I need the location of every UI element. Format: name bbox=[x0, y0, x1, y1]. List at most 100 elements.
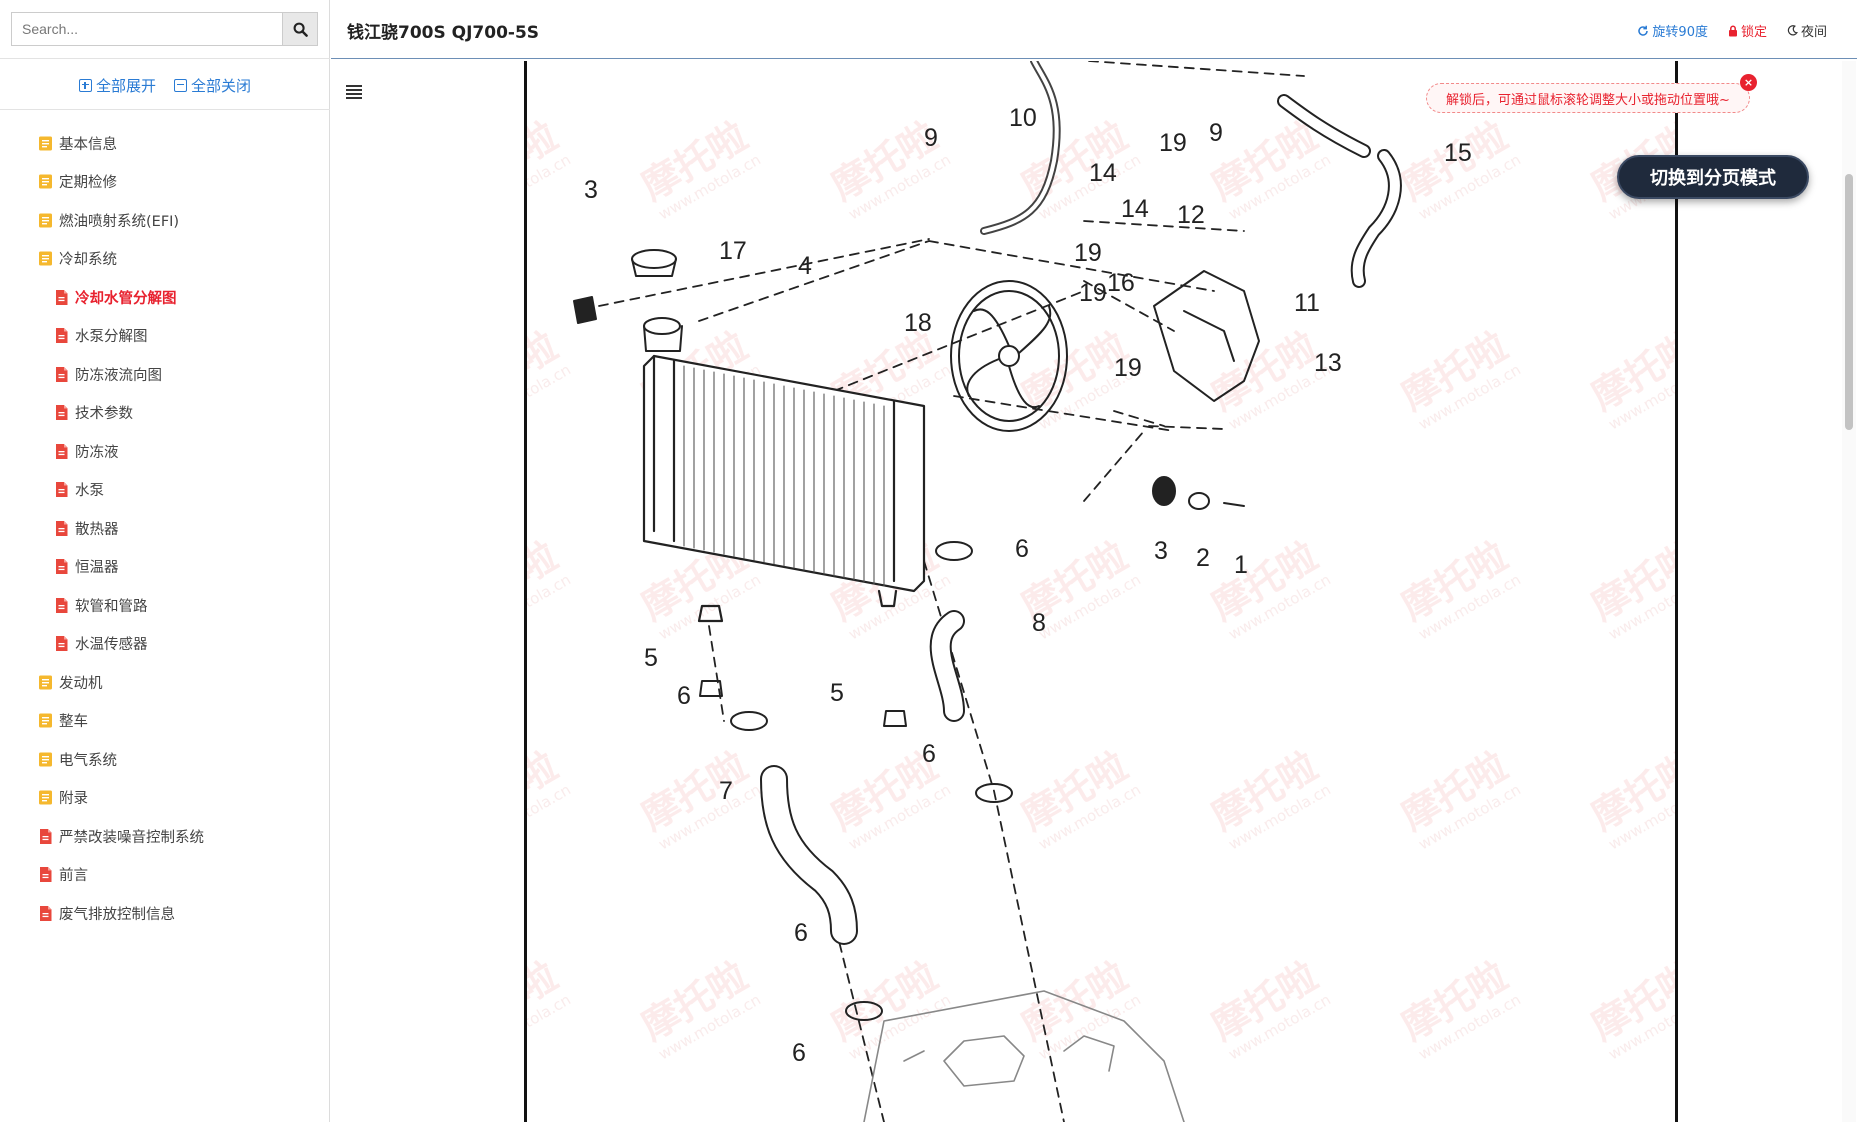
tooltip-text: 解锁后，可通过鼠标滚轮调整大小或拖动位置哦~ bbox=[1446, 92, 1730, 108]
tree-item-label: 冷却系统 bbox=[59, 252, 117, 269]
search-button[interactable] bbox=[282, 12, 318, 46]
tree-item-label: 前言 bbox=[59, 868, 88, 885]
tree-item-label: 发动机 bbox=[59, 675, 103, 692]
document-icon bbox=[56, 443, 68, 459]
tree-item[interactable]: 整车 bbox=[0, 702, 330, 741]
tree-item[interactable]: 冷却系统 bbox=[0, 240, 330, 279]
tree-item[interactable]: 技术参数 bbox=[0, 394, 330, 433]
callout-number: 9 bbox=[924, 124, 938, 152]
callout-number: 16 bbox=[1107, 269, 1135, 297]
collapse-all-label: 全部关闭 bbox=[191, 76, 252, 95]
main-panel: 钱江骁700S QJ700-5S 旋转90度 锁定 bbox=[331, 0, 1857, 1122]
plus-square-icon bbox=[78, 78, 92, 92]
tree-item[interactable]: 废气排放控制信息 bbox=[0, 894, 330, 933]
document-icon bbox=[40, 828, 52, 844]
lock-icon bbox=[1728, 24, 1737, 36]
minus-square-icon bbox=[174, 78, 187, 92]
tree-item[interactable]: 电气系统 bbox=[0, 740, 330, 779]
tree-item[interactable]: 燃油喷射系统(EFI) bbox=[0, 201, 330, 240]
tree-item-label: 防冻液流向图 bbox=[75, 367, 162, 384]
rotate-label: 旋转90度 bbox=[1652, 25, 1708, 40]
tree-item[interactable]: 发动机 bbox=[0, 663, 330, 702]
tree-item[interactable]: 前言 bbox=[0, 856, 330, 895]
rotate-button[interactable]: 旋转90度 bbox=[1637, 21, 1708, 40]
expand-all-label: 全部展开 bbox=[95, 76, 156, 95]
callout-number: 2 bbox=[1196, 544, 1210, 572]
menu-toggle-icon[interactable] bbox=[346, 85, 362, 99]
expand-all-button[interactable]: 全部展开 bbox=[78, 74, 156, 96]
tree-item-label: 电气系统 bbox=[59, 752, 117, 769]
search-bar bbox=[11, 12, 318, 46]
callout-number: 18 bbox=[904, 309, 932, 337]
night-mode-button[interactable]: 夜间 bbox=[1787, 21, 1827, 40]
page-border-left bbox=[524, 61, 527, 1122]
tree-item[interactable]: 软管和管路 bbox=[0, 586, 330, 625]
folder-list-icon bbox=[39, 675, 52, 690]
tree-item-label: 废气排放控制信息 bbox=[59, 906, 175, 923]
callout-number: 8 bbox=[1032, 609, 1046, 637]
document-icon bbox=[56, 482, 68, 498]
document-icon bbox=[56, 520, 68, 536]
scrollbar[interactable] bbox=[1842, 61, 1856, 1122]
tree-item-label: 水温传感器 bbox=[75, 637, 148, 654]
page-border-right bbox=[1675, 61, 1678, 1122]
search-icon bbox=[293, 22, 308, 37]
tree-item-label: 附录 bbox=[59, 791, 88, 808]
callout-number: 12 bbox=[1177, 201, 1205, 229]
tree-item[interactable]: 水泵 bbox=[0, 471, 330, 510]
document-icon bbox=[40, 867, 52, 883]
folder-list-icon bbox=[39, 213, 52, 228]
scrollbar-thumb[interactable] bbox=[1845, 174, 1853, 430]
tree-item[interactable]: 恒温器 bbox=[0, 548, 330, 587]
page-mode-button[interactable]: 切换到分页模式 bbox=[1617, 155, 1809, 199]
document-icon bbox=[56, 366, 68, 382]
callout-number: 6 bbox=[792, 1039, 806, 1067]
tree-item-label: 冷却水管分解图 bbox=[75, 290, 177, 307]
tree-item-label: 软管和管路 bbox=[75, 598, 148, 615]
tree-item[interactable]: 防冻液 bbox=[0, 432, 330, 471]
tree-item[interactable]: 水温传感器 bbox=[0, 625, 330, 664]
tooltip-close-icon[interactable]: × bbox=[1740, 74, 1757, 91]
tree-item[interactable]: 冷却水管分解图 bbox=[0, 278, 330, 317]
callout-number: 1 bbox=[1234, 551, 1248, 579]
night-label: 夜间 bbox=[1800, 25, 1827, 40]
tree-item-label: 技术参数 bbox=[75, 406, 133, 423]
tree-item[interactable]: 防冻液流向图 bbox=[0, 355, 330, 394]
folder-list-icon bbox=[39, 174, 52, 189]
callout-number: 17 bbox=[719, 237, 747, 265]
lock-button[interactable]: 锁定 bbox=[1728, 21, 1767, 40]
tree-item[interactable]: 严禁改装噪音控制系统 bbox=[0, 817, 330, 856]
callout-number: 11 bbox=[1294, 289, 1320, 317]
folder-list-icon bbox=[39, 790, 52, 805]
document-icon bbox=[56, 289, 68, 305]
tree-item[interactable]: 散热器 bbox=[0, 509, 330, 548]
callout-number: 10 bbox=[1009, 104, 1037, 132]
folder-list-icon bbox=[39, 251, 52, 266]
tree-item-label: 散热器 bbox=[75, 521, 119, 538]
tree-item[interactable]: 基本信息 bbox=[0, 124, 330, 163]
callout-number: 4 bbox=[798, 252, 812, 280]
callout-number: 14 bbox=[1089, 159, 1117, 187]
callout-number: 9 bbox=[1209, 119, 1223, 147]
search-input[interactable] bbox=[11, 12, 282, 46]
tree-item[interactable]: 定期检修 bbox=[0, 163, 330, 202]
callout-number: 6 bbox=[1015, 535, 1029, 563]
tree-item[interactable]: 附录 bbox=[0, 779, 330, 818]
callout-number: 19 bbox=[1114, 354, 1142, 382]
tree-item[interactable]: 水泵分解图 bbox=[0, 317, 330, 356]
collapse-all-button[interactable]: 全部关闭 bbox=[174, 74, 251, 96]
document-icon bbox=[40, 905, 52, 921]
